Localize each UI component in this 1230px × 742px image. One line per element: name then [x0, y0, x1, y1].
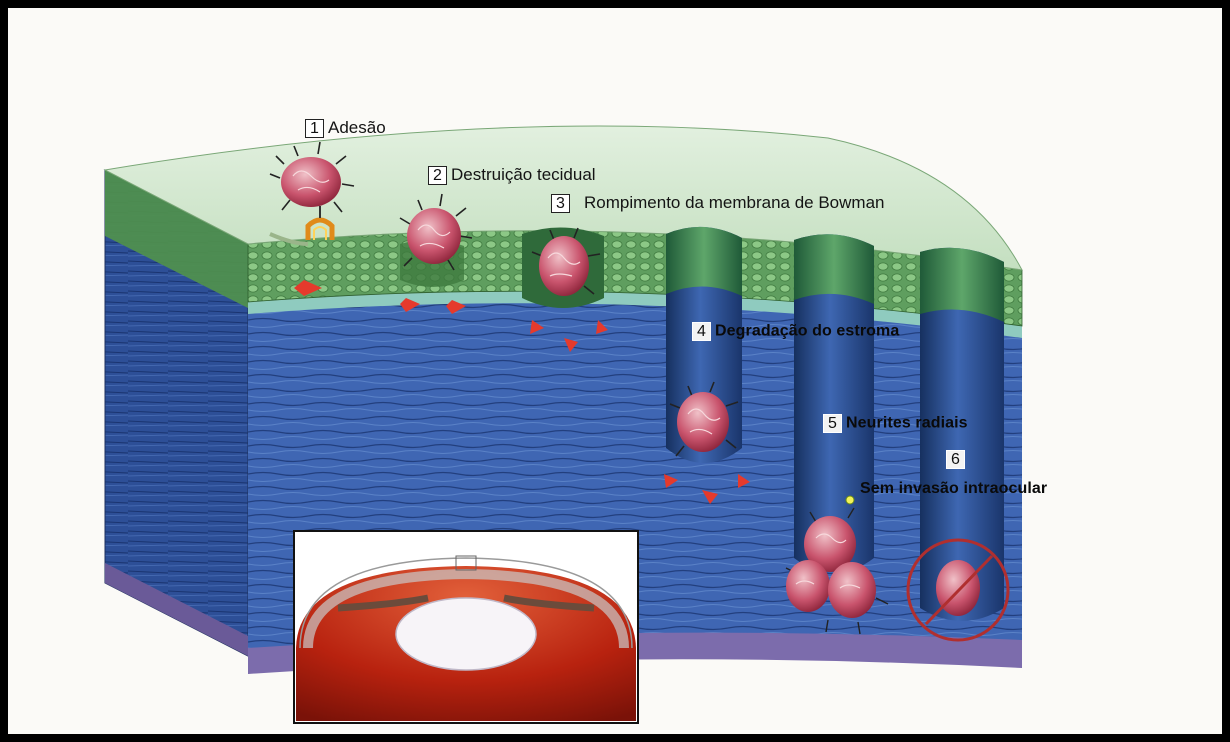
label-step-1: 1Adesão [305, 118, 386, 138]
step-text: Sem invasão intraocular [860, 480, 1047, 497]
step-number-box: 3 [551, 194, 570, 213]
eye-cross-section-inset [294, 531, 638, 723]
step-number-box: 4 [692, 322, 711, 341]
figure-frame: 1Adesão 2Destruição tecidual 3 Rompimento… [8, 8, 1222, 734]
step-number-box: 6 [946, 450, 965, 469]
label-step-3: 3 Rompimento da membrana de Bowman [551, 193, 884, 213]
label-step-2: 2Destruição tecidual [428, 165, 596, 185]
label-step-5: 5Neurites radiais [823, 414, 968, 433]
cornea-block-diagram [8, 8, 1222, 734]
step-text: Degradação do estroma [715, 323, 899, 340]
step-text: Destruição tecidual [451, 165, 596, 184]
label-step-6-number: 6 [946, 450, 969, 469]
step-number-box: 5 [823, 414, 842, 433]
step-number-box: 2 [428, 166, 447, 185]
step-text: Rompimento da membrana de Bowman [584, 193, 884, 212]
label-step-6-text: Sem invasão intraocular [860, 480, 1047, 498]
step-text: Adesão [328, 118, 386, 137]
label-step-4: 4Degradação do estroma [692, 322, 899, 341]
step-number-box: 1 [305, 119, 324, 138]
step-text: Neurites radiais [846, 415, 968, 432]
